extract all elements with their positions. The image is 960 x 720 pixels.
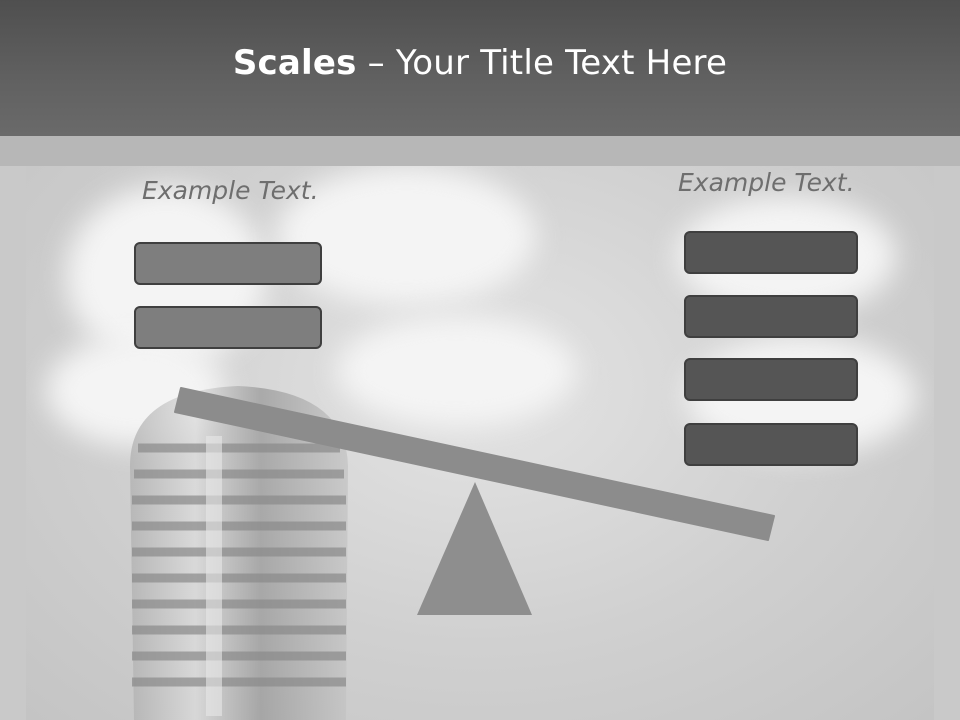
right-example-text: Example Text. <box>678 168 855 197</box>
right-margin <box>934 166 960 720</box>
left-example-text: Example Text. <box>142 176 319 205</box>
title-rest-text: – Your Title Text Here <box>356 43 728 83</box>
title-bar: Scales – Your Title Text Here <box>0 0 960 136</box>
right-text-box-4 <box>684 423 858 466</box>
left-text-box-1 <box>134 242 322 285</box>
left-margin <box>0 166 26 720</box>
scale-beam <box>174 387 775 541</box>
microphone-icon <box>130 386 348 720</box>
right-text-box-3 <box>684 358 858 401</box>
right-text-box-2 <box>684 295 858 338</box>
right-text-box-1 <box>684 231 858 274</box>
fulcrum-triangle <box>417 482 532 615</box>
left-text-box-2 <box>134 306 322 349</box>
title-bold-text: Scales <box>232 43 357 83</box>
title-underline-strip <box>0 136 960 166</box>
slide-title: Scales – Your Title Text Here <box>233 43 727 83</box>
